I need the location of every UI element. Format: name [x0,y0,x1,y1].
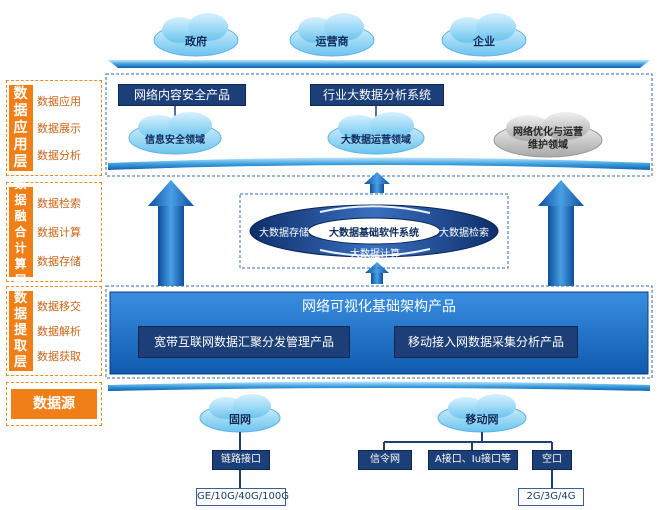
cloud-operator [289,13,375,57]
cloud-label-government: 政府 [185,35,207,48]
layer-source: 数据源 [6,382,102,426]
speeds-fixed: GE/10G/40G/100G [196,488,289,506]
layer-item: 数据解析 [37,324,81,338]
cloud-enterprise [441,13,527,57]
layer-application: 数据应用层 数据应用 数据展示 数据分析 [6,80,102,176]
arrow-center [364,172,390,193]
product-mobile-collection: 移动接入网数据采集分析产品 [394,326,578,358]
arrow-right [538,180,584,286]
layer-item: 数据移交 [37,299,81,313]
cloud-mobile-network [437,394,527,433]
domain-info-security: 信息安全领域 [145,135,205,146]
interface-a-iu: A接口、Iu接口等 [428,450,518,470]
speeds-mobile: 2G/3G/4G [518,488,584,506]
layer-item: 数据计算 [37,225,81,239]
extraction-title: 网络可视化基础架构产品 [302,299,456,315]
domain-network-optimization: 网络优化与运营 维护领域 [513,127,583,151]
fusion-center: 大数据基础软件系统 [329,228,419,239]
layer-title: 数据提取层 [9,291,33,371]
layer-item: 数据应用 [37,94,81,108]
top-bar [108,60,650,68]
layer-item: 数据分析 [37,149,81,163]
cloud-label-mobile: 移动网 [465,413,499,426]
layer-title: 数据源 [11,389,97,419]
layer-title: 数据应用层 [9,85,33,171]
product-industry-analysis: 行业大数据分析系统 [310,84,444,106]
domain-bigdata-ops: 大数据运营领域 [341,135,411,146]
arrow-center-lower [365,262,389,284]
interface-signaling: 信令网 [358,450,412,470]
layer-item: 数据检索 [37,197,81,211]
cloud-bigdata-ops [327,112,425,155]
interface-air: 空口 [532,450,572,470]
layer-item: 数据存储 [37,254,81,268]
layer-item: 数据展示 [37,121,81,135]
cloud-label-fixed: 固网 [229,413,251,426]
product-content-security: 网络内容安全产品 [118,84,246,106]
arrow-left [148,180,194,286]
fusion-compute: 大数据计算 [350,249,400,260]
cloud-government [153,13,239,57]
product-broadband-aggregation: 宽带互联网数据汇聚分发管理产品 [138,326,350,358]
fusion-storage: 大数据存储 [259,228,309,239]
interface-link: 链路接口 [212,450,270,470]
layer-item: 数据获取 [37,350,81,364]
cloud-label-enterprise: 企业 [473,35,495,48]
cloud-label-operator: 运营商 [315,35,349,48]
cloud-network-optimization [493,112,603,158]
fusion-search: 大数据检索 [439,228,489,239]
layer-extraction: 数据提取层 数据移交 数据解析 数据获取 [6,286,102,376]
cloud-info-security [128,112,222,155]
